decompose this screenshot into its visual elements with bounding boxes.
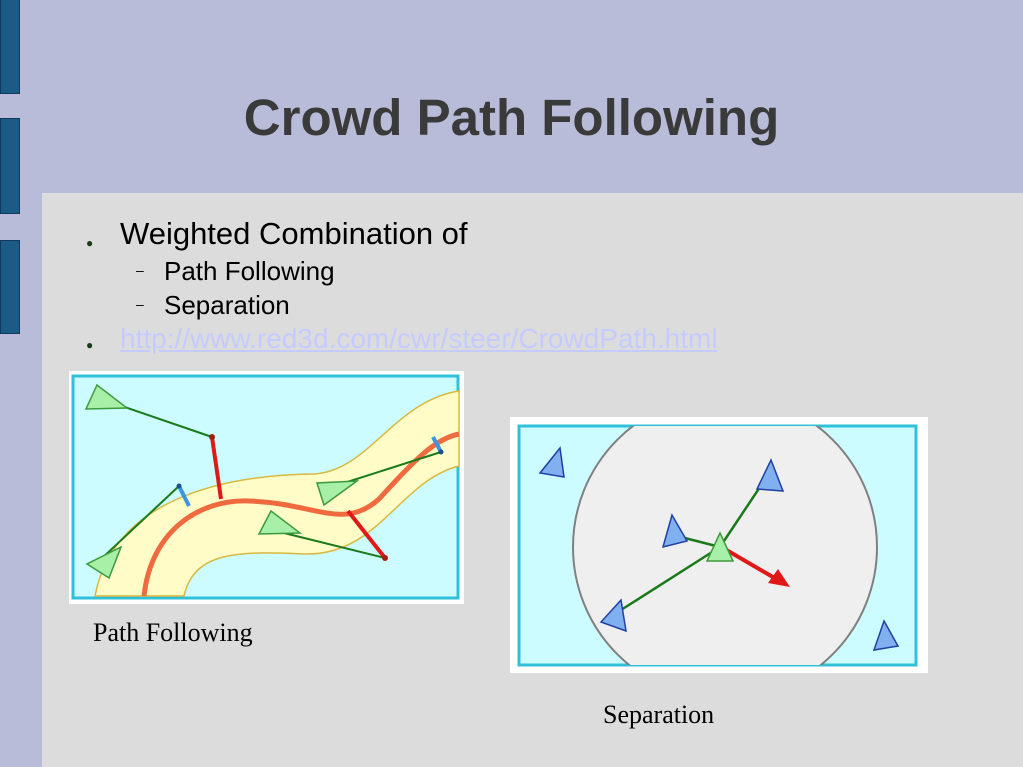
bullet-icon: ●	[86, 236, 94, 250]
reference-link[interactable]: http://www.red3d.com/cwr/steer/CrowdPath…	[120, 323, 718, 354]
predicted-point	[438, 449, 444, 455]
offset-line	[431, 436, 443, 453]
figure-caption: Path Following	[93, 618, 253, 647]
agent-triangle-icon	[315, 480, 360, 507]
separation-diagram	[510, 417, 928, 673]
predicted-point	[382, 555, 388, 561]
side-tab-decoration	[0, 0, 20, 94]
side-tab-decoration	[0, 240, 20, 334]
agent-triangle-icon	[257, 509, 303, 535]
neighbor-agent-triangle-icon	[661, 513, 689, 549]
predicted-point	[209, 434, 215, 440]
sub-bullet-text: Separation	[164, 290, 290, 320]
neighbor-agent-triangle-icon	[755, 458, 785, 492]
agent-triangle-icon	[85, 545, 123, 580]
agent-triangle-icon	[84, 383, 130, 410]
sub-bullet-dash-icon: –	[136, 296, 144, 312]
steering-correction-line	[346, 509, 387, 560]
velocity-line	[340, 451, 442, 485]
bullet-text: Weighted Combination of	[120, 216, 468, 251]
velocity-line	[283, 532, 386, 559]
side-tab-decoration	[0, 118, 20, 214]
sub-bullet-dash-icon: –	[136, 262, 144, 278]
neighbor-line	[609, 545, 721, 619]
distant-agent-triangle-icon	[538, 446, 565, 478]
center-agent-triangle-icon	[705, 531, 735, 562]
predicted-point	[176, 483, 182, 489]
offset-line	[177, 485, 191, 507]
steering-correction-line	[210, 436, 223, 500]
distant-agent-triangle-icon	[872, 619, 900, 651]
sub-bullet-text: Path Following	[164, 256, 335, 286]
arrowhead-icon	[768, 569, 790, 587]
separation-force-arrow	[721, 546, 780, 582]
path-following-diagram	[69, 371, 464, 604]
figure-caption: Separation	[603, 700, 715, 729]
bullet-icon: ●	[86, 338, 94, 352]
neighbor-agent-triangle-icon	[599, 598, 627, 633]
slide-title: Crowd Path Following	[243, 89, 780, 146]
path-band	[94, 390, 460, 597]
velocity-line	[98, 485, 180, 562]
